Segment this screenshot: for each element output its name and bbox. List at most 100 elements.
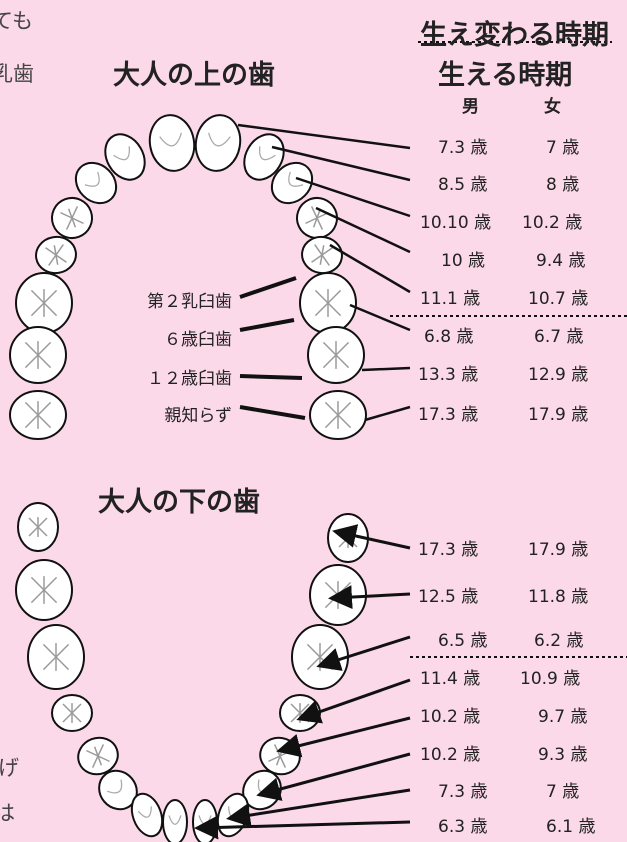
- arrow-line: [328, 585, 411, 610]
- lower-tooth: [130, 792, 164, 838]
- leader-line: [271, 145, 411, 182]
- label-pointer: [239, 318, 295, 332]
- upper-tooth: [309, 390, 367, 440]
- tooth-ridge: [107, 779, 123, 794]
- arrow-line: [276, 716, 411, 758]
- upper-tooth: [270, 161, 314, 205]
- tooth-crown: [104, 133, 146, 181]
- label-pointer: [239, 405, 306, 420]
- upper-tooth: [9, 326, 67, 384]
- upper-tooth: [307, 326, 365, 384]
- upper-tooth: [9, 390, 67, 440]
- upper-age-male: 8.5 歳: [438, 175, 488, 195]
- leader-line: [349, 303, 411, 332]
- lower-tooth: [77, 736, 119, 776]
- edge-text-top-2: 乳歯: [0, 62, 34, 86]
- lower-tooth: [27, 624, 85, 690]
- leader-line: [315, 206, 411, 254]
- tooth-crown: [192, 799, 218, 842]
- upper-tooth: [35, 235, 77, 275]
- tooth-ridge: [259, 146, 276, 161]
- leader-line: [364, 405, 411, 422]
- lower-age-male: 12.5 歳: [418, 587, 479, 607]
- upper-age-female: 7 歳: [546, 138, 580, 158]
- upper-tooth: [104, 133, 146, 181]
- arrow-line: [226, 788, 411, 828]
- upper-age-female: 17.9 歳: [528, 405, 589, 425]
- arrow-line: [256, 752, 411, 801]
- upper-age-male: 13.3 歳: [418, 365, 479, 385]
- replacement-period-header: 生え変わる時期: [420, 20, 609, 51]
- label-twelve-year-molar: １２歳臼歯: [147, 369, 232, 389]
- tooth-crown: [270, 161, 314, 205]
- lower-age-female: 9.3 歳: [538, 745, 588, 765]
- label-six-year-molar: ６歳臼歯: [164, 330, 232, 350]
- label-pointer: [239, 374, 303, 380]
- upper-age-male: 7.3 歳: [438, 138, 488, 158]
- upper-tooth: [301, 235, 343, 275]
- eruption-period-header: 生える時期: [438, 60, 573, 91]
- upper-tooth: [15, 272, 73, 334]
- tooth-groove: [319, 245, 325, 265]
- upper-age-male: 11.1 歳: [420, 289, 481, 309]
- arrow-line: [332, 524, 411, 550]
- upper-tooth: [74, 161, 118, 205]
- lower-tooth: [162, 799, 188, 842]
- tooth-groove: [67, 208, 77, 228]
- lower-age-female: 11.8 歳: [528, 587, 589, 607]
- lower-age-male: 11.4 歳: [420, 669, 481, 689]
- tooth-crown: [74, 161, 118, 205]
- upper-teeth-title: 大人の上の歯: [113, 60, 275, 91]
- upper-age-female: 10.7 歳: [528, 289, 589, 309]
- tooth-crown: [243, 133, 285, 181]
- lower-age-female: 6.1 歳: [546, 817, 596, 837]
- upper-tooth: [51, 197, 93, 239]
- lower-age-female: 7 歳: [546, 782, 580, 802]
- tooth-ridge: [168, 815, 182, 825]
- upper-age-male: 10 歳: [441, 251, 486, 271]
- lower-age-male: 17.3 歳: [418, 540, 479, 560]
- lower-tooth: [15, 559, 73, 621]
- upper-age-male: 10.10 歳: [420, 213, 492, 233]
- lower-tooth: [51, 694, 93, 732]
- tooth-ridge: [159, 132, 182, 147]
- tooth-ridge: [288, 171, 304, 187]
- edge-text-top-1: ても: [0, 9, 33, 33]
- tooth-ridge: [113, 146, 130, 161]
- lower-age-female: 17.9 歳: [528, 540, 589, 560]
- edge-text-top-3: 。: [0, 104, 13, 134]
- upper-tooth: [299, 272, 357, 334]
- upper-tooth: [296, 197, 338, 239]
- leader-line: [361, 366, 411, 372]
- upper-age-female: 12.9 歳: [528, 365, 589, 385]
- upper-tooth: [194, 114, 242, 172]
- edge-text-bottom-1: げ: [0, 756, 19, 780]
- label-pointer: [239, 276, 297, 299]
- lower-tooth: [98, 769, 138, 811]
- lower-age-male: 7.3 歳: [438, 782, 488, 802]
- tooth-crown: [130, 792, 164, 838]
- lower-teeth-title: 大人の下の歯: [98, 487, 260, 518]
- female-header: 女: [544, 97, 561, 117]
- tooth-groove: [312, 208, 322, 228]
- lower-age-male: 10.2 歳: [420, 707, 481, 727]
- lower-tooth: [17, 502, 59, 552]
- tooth-groove: [53, 245, 59, 265]
- arrow-line: [296, 678, 411, 724]
- tooth-crown: [162, 799, 188, 842]
- label-second-deciduous-molar: 第２乳臼歯: [147, 292, 232, 312]
- upper-age-female: 10.2 歳: [522, 213, 583, 233]
- upper-age-female: 8 歳: [546, 175, 580, 195]
- tooth-ridge: [208, 132, 231, 147]
- edge-text-bottom-2: は: [0, 801, 15, 825]
- tooth-crown: [98, 769, 138, 811]
- tooth-crown: [148, 114, 196, 172]
- male-header: 男: [462, 97, 479, 117]
- upper-age-female: 9.4 歳: [536, 251, 586, 271]
- upper-tooth: [148, 114, 196, 172]
- lower-age-female: 10.9 歳: [520, 669, 581, 689]
- lower-age-female: 6.2 歳: [534, 631, 584, 651]
- lower-tooth: [309, 564, 367, 626]
- upper-age-female: 6.7 歳: [534, 327, 584, 347]
